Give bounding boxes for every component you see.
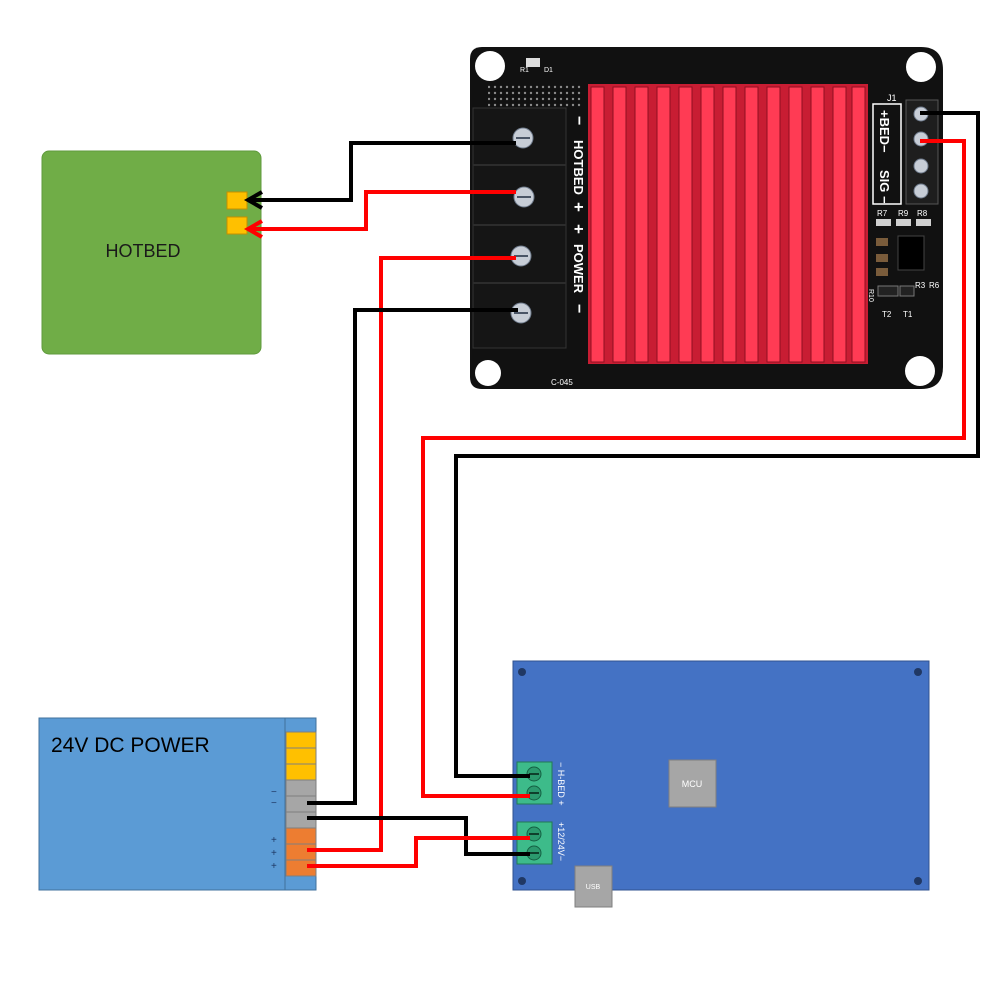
arrow-hotbed-black xyxy=(243,190,263,210)
heatsink-fins xyxy=(590,86,866,363)
wire-sig-black xyxy=(454,111,980,778)
psu-plus-1: + xyxy=(271,835,277,846)
r9-label: R9 xyxy=(898,209,909,218)
bed-label: +BED− xyxy=(877,110,892,153)
mcu-label: MCU xyxy=(682,779,703,789)
wire-hotbed-black xyxy=(248,141,516,202)
screw-1 xyxy=(512,127,534,149)
screw-4 xyxy=(510,302,532,324)
t2-label: T2 xyxy=(882,310,892,319)
controller-board: MCU USB − H-BED + − + +12/24V− + − xyxy=(498,660,930,908)
power-supply-block: 24V DC POWER − − + + + xyxy=(38,717,317,891)
r3-label: R3 xyxy=(915,281,926,290)
hotbed-plus-label: + xyxy=(569,202,588,212)
power-minus-label: − xyxy=(570,304,587,313)
psu-plus-3: + xyxy=(271,861,277,872)
wire-psu-plus-red xyxy=(307,256,516,852)
r6-label: R6 xyxy=(929,281,940,290)
power-supply-label: 24V DC POWER xyxy=(51,734,210,757)
hotbed-terminal-bottom xyxy=(226,216,248,235)
mcu-chip xyxy=(668,759,717,808)
screw-2 xyxy=(513,186,535,208)
j1-label: J1 xyxy=(887,93,897,103)
usb-label: USB xyxy=(586,884,601,891)
hbed-pins-label: − + xyxy=(498,766,508,779)
psu-minus-2: − xyxy=(271,798,277,809)
sig-label: SIG − xyxy=(877,170,892,204)
psu-minus-1: − xyxy=(271,787,277,798)
r7-label: R7 xyxy=(877,209,888,218)
wires xyxy=(243,111,980,868)
t1-label: T1 xyxy=(903,310,913,319)
hbed-label: − H-BED + xyxy=(556,762,566,806)
mosfet-board: R1 D1 − HOTBED + + POWER − xyxy=(470,47,943,389)
wire-hotbed-red xyxy=(248,190,516,231)
power-plus-label: + xyxy=(569,224,588,234)
mosfet-hotbed-label: HOTBED xyxy=(571,140,586,195)
psu-plus-2: + xyxy=(271,848,277,859)
power-in-pins-label: + − xyxy=(498,826,508,839)
wire-sig-red xyxy=(421,139,966,798)
terminal-label-strip: − HOTBED + + POWER − xyxy=(569,116,588,313)
hotbed-terminal-top xyxy=(226,191,248,210)
chip-ic xyxy=(897,235,925,271)
hotbed-label: HOTBED xyxy=(105,241,180,261)
power-in-label: +12/24V− xyxy=(556,822,566,861)
arrow-hotbed-red xyxy=(243,219,263,239)
controller-body xyxy=(512,660,930,891)
power-supply-body xyxy=(38,717,317,891)
r1-label: R1 xyxy=(520,67,529,74)
usb-port xyxy=(574,865,613,908)
wire-ctrl-plus-red xyxy=(307,836,530,868)
bed-sig-outline xyxy=(872,103,902,205)
r10-label: R10 xyxy=(867,289,874,302)
d1-label: D1 xyxy=(544,67,553,74)
mount-hole-tl xyxy=(475,51,505,81)
mount-hole-tr xyxy=(906,52,936,82)
mosfet-power-label: POWER xyxy=(571,244,586,294)
via-pattern xyxy=(488,83,583,109)
mount-hole-bl xyxy=(475,360,501,386)
mosfet-model-label: C-045 xyxy=(551,378,573,387)
r1-component xyxy=(526,58,540,67)
bed-label-group: +BED− SIG − xyxy=(877,110,892,204)
wire-psu-minus-black xyxy=(307,308,518,805)
r8-label: R8 xyxy=(917,209,928,218)
mount-hole-br xyxy=(905,356,935,386)
hotbed-minus-label: − xyxy=(570,116,587,125)
hotbed-body xyxy=(41,150,262,355)
hotbed-block: HOTBED xyxy=(41,150,262,355)
